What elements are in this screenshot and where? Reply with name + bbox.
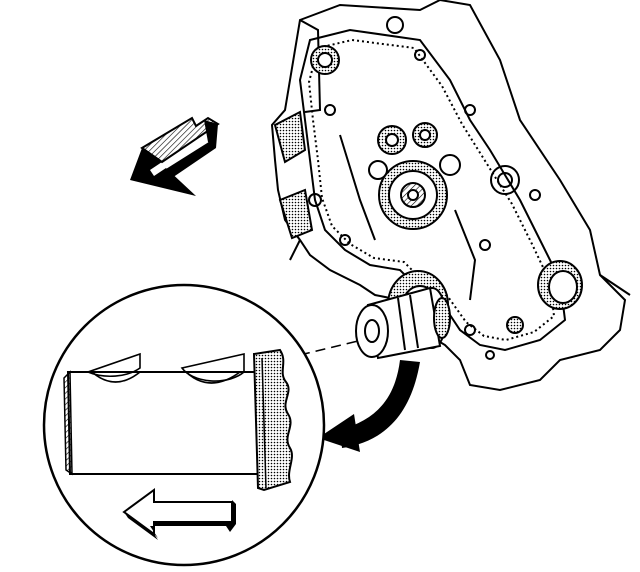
engine-front-cover (270, 0, 631, 392)
magnified-detail-circle (42, 283, 326, 567)
curved-callout-arrow (318, 360, 420, 452)
centerline (299, 339, 363, 356)
upper-direction-arrow (130, 116, 220, 196)
detail-direction-arrow (122, 488, 236, 540)
seal-installer-tool (355, 286, 451, 360)
